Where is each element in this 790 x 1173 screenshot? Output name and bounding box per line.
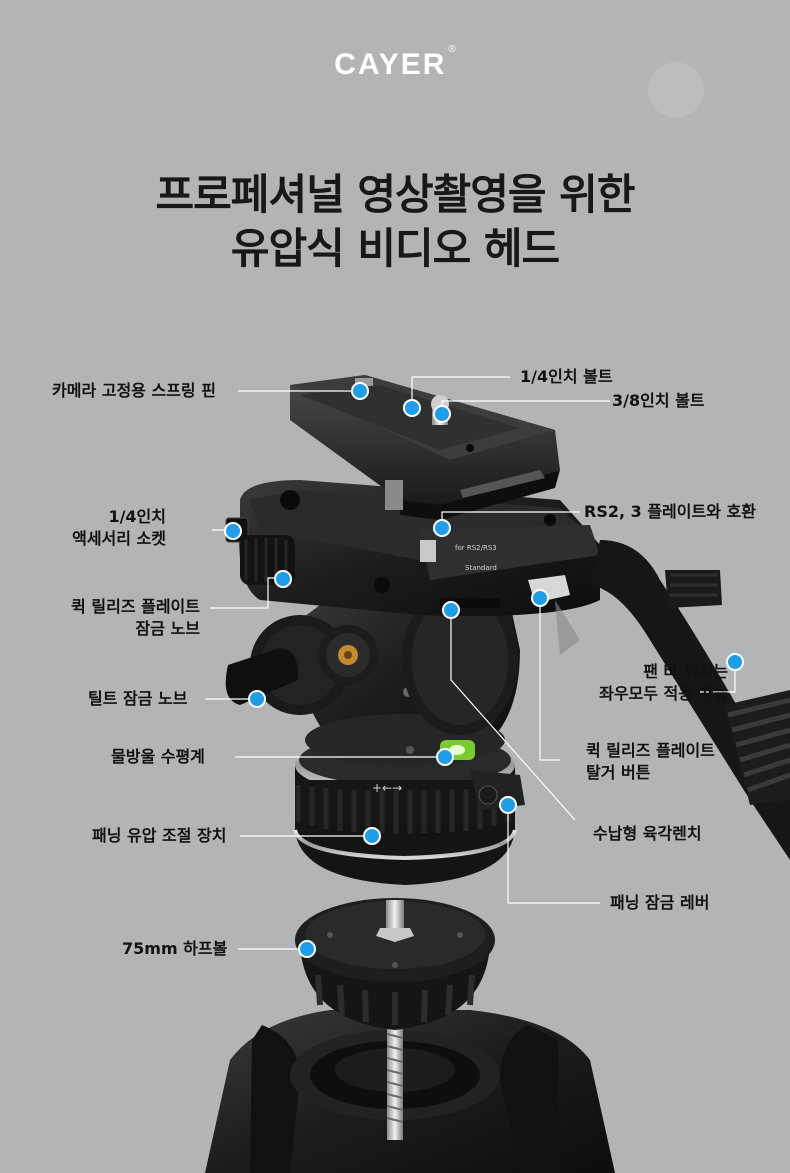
dot-bolt-14 xyxy=(403,399,421,417)
head-body xyxy=(225,580,520,766)
label-accessory-socket-line1: 1/4인치 xyxy=(108,507,166,526)
label-camera-pin: 카메라 고정용 스프링 핀 xyxy=(52,381,216,400)
label-qr-lock-line2: 잠금 노브 xyxy=(135,619,200,638)
half-ball xyxy=(295,898,495,1030)
label-panbar: 팬 바 위치는 좌우모두 적용 가능 xyxy=(599,661,728,705)
label-qr-release: 퀵 릴리즈 플레이트 탈거 버튼 xyxy=(586,740,715,784)
label-tilt-lock: 틸트 잠금 노브 xyxy=(88,689,188,708)
dot-accessory-socket xyxy=(224,522,242,540)
label-accessory-socket: 1/4인치 액세서리 소켓 xyxy=(72,506,166,550)
pan-direction-text: +←→ xyxy=(372,781,402,795)
dot-pan-lock xyxy=(499,796,517,814)
label-pan-lock: 패닝 잠금 레버 xyxy=(610,893,710,912)
leader-lines xyxy=(205,376,736,950)
dot-panbar xyxy=(726,653,744,671)
plate-standard-text: Standard xyxy=(465,564,497,572)
label-bolt-38: 3/8인치 볼트 xyxy=(612,391,705,410)
label-half-ball: 75mm 하프볼 xyxy=(122,939,228,958)
headline-line1: 프로페셔널 영상촬영을 위한 xyxy=(155,170,636,219)
dot-tilt-lock xyxy=(248,690,266,708)
background-glow xyxy=(648,62,704,118)
headline: 프로페셔널 영상촬영을 위한 유압식 비디오 헤드 xyxy=(0,168,790,276)
label-pan-drag: 패닝 유압 조절 장치 xyxy=(92,826,227,845)
dot-qr-lock xyxy=(274,570,292,588)
callout-dots xyxy=(224,382,744,958)
label-bubble-level: 물방울 수평계 xyxy=(111,747,205,766)
quick-release-plate xyxy=(290,375,560,520)
dot-camera-pin xyxy=(351,382,369,400)
label-qr-lock: 퀵 릴리즈 플레이트 잠금 노브 xyxy=(71,596,200,640)
label-panbar-line1: 팬 바 위치는 xyxy=(643,662,728,681)
label-qr-release-line2: 탈거 버튼 xyxy=(586,763,651,782)
label-bolt-14: 1/4인치 볼트 xyxy=(520,367,613,386)
label-qr-lock-line1: 퀵 릴리즈 플레이트 xyxy=(71,597,200,616)
label-hex-wrench: 수납형 육각렌치 xyxy=(593,824,702,843)
registered-mark: ® xyxy=(448,44,458,55)
pan-bar xyxy=(590,540,790,860)
threaded-rod xyxy=(386,1000,404,1140)
label-rs-compat: RS2, 3 플레이트와 호환 xyxy=(584,502,756,521)
label-panbar-line2: 좌우모두 적용 가능 xyxy=(599,684,728,703)
dot-bolt-38 xyxy=(433,405,451,423)
label-accessory-socket-line2: 액세서리 소켓 xyxy=(72,529,166,548)
plate-brand-text: for RS2/RS3 xyxy=(455,544,497,552)
dot-hex-wrench xyxy=(442,601,460,619)
brand-name: CAYER xyxy=(334,48,447,81)
tripod-base xyxy=(205,1010,615,1173)
dot-qr-release xyxy=(531,589,549,607)
dot-rs-compat xyxy=(433,519,451,537)
headline-line2: 유압식 비디오 헤드 xyxy=(230,224,560,273)
dot-half-ball xyxy=(298,940,316,958)
head-platform: for RS2/RS3 Standard xyxy=(225,480,600,655)
brand-logo: CAYER® xyxy=(0,44,790,82)
dot-bubble-level xyxy=(436,748,454,766)
dot-pan-drag xyxy=(363,827,381,845)
label-qr-release-line1: 퀵 릴리즈 플레이트 xyxy=(586,741,715,760)
